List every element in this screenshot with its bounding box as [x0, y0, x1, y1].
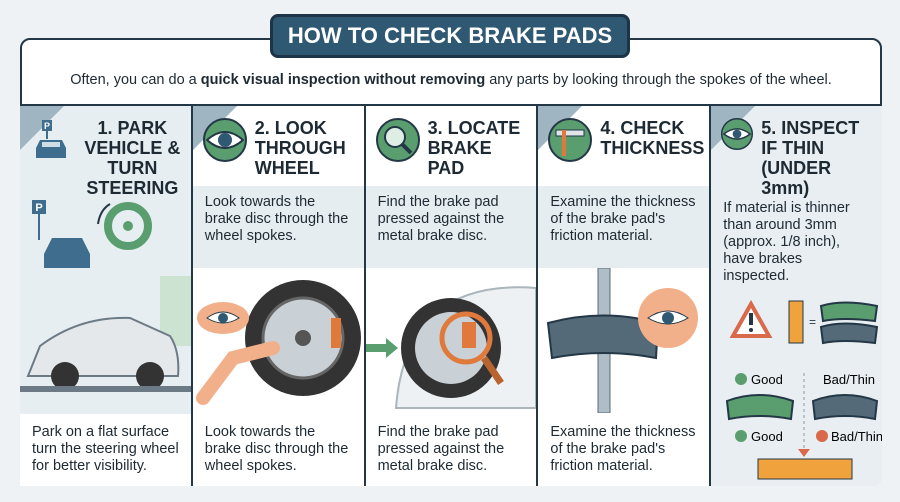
- pad-comparison: = Good Bad/Thin Good Bad/Thin: [726, 299, 882, 480]
- step-1: P 1. PARK VEHICLE & TURN STEERING P Park…: [20, 106, 193, 486]
- good-label: Good: [751, 429, 783, 444]
- svg-text:=: =: [809, 315, 816, 329]
- eye-icon: [721, 118, 754, 150]
- step-title: 4. CHECK THICKNESS: [600, 118, 705, 158]
- step-title: 5. INSPECT IF THIN (UNDER 3mm): [761, 118, 860, 198]
- step-footer: Find the brake pad pressed against the m…: [365, 414, 537, 486]
- parked-car-icon: P: [36, 120, 66, 158]
- step-footer: Examine the thickness of the brake pad's…: [538, 414, 710, 486]
- step-description: Look towards the brake disc through the …: [192, 186, 364, 268]
- svg-text:P: P: [44, 121, 50, 131]
- steering-wheel-icon: [104, 202, 152, 250]
- ruler: [757, 458, 853, 480]
- step-footer: Look towards the brake disc through the …: [192, 414, 364, 486]
- ruler-icon: [788, 300, 804, 344]
- step-footer: Park on a flat surface turn the steering…: [20, 414, 191, 486]
- step-description: If material is thinner than around 3mm (…: [723, 200, 850, 284]
- parking-sign: P: [35, 202, 42, 214]
- good-pad: [726, 394, 795, 421]
- step-description: Examine the thickness of the brake pad's…: [538, 186, 710, 268]
- car-illustration: [26, 316, 180, 377]
- thickness-illustration: [538, 267, 709, 414]
- magnifier-icon: [375, 118, 420, 162]
- eye-icon: [202, 118, 247, 162]
- caliper-icon: [548, 118, 593, 162]
- steps: P 1. PARK VEHICLE & TURN STEERING P Park…: [20, 104, 882, 486]
- bad-label-top: Bad/Thin: [823, 372, 875, 387]
- park-illustration: P: [20, 186, 191, 416]
- step-title: 3. LOCATE BRAKE PAD: [427, 118, 521, 178]
- step-4: 4. CHECK THICKNESS Examine the thickness…: [538, 106, 712, 486]
- bad-label: Bad/Thin: [831, 429, 882, 444]
- step-3: 3. LOCATE BRAKE PAD Find the brake pad p…: [365, 106, 539, 486]
- step-title: 2. LOOK THROUGH WHEEL: [254, 118, 346, 178]
- thin-pad: [812, 394, 879, 421]
- step-description: Find the brake pad pressed against the m…: [365, 186, 537, 268]
- step-5: 5. INSPECT IF THIN (UNDER 3mm) If materi…: [711, 106, 882, 486]
- wheel-illustration: [193, 268, 364, 413]
- intro-text: Often, you can do a quick visual inspect…: [70, 72, 832, 88]
- page-title: HOW TO CHECK BRAKE PADS: [270, 14, 630, 58]
- brake-pad-illustration: [365, 268, 537, 413]
- step-2: 2. LOOK THROUGH WHEEL Look towards the b…: [192, 106, 366, 486]
- good-label-top: Good: [751, 372, 783, 387]
- step-title: 1. PARK VEHICLE & TURN STEERING: [84, 118, 181, 198]
